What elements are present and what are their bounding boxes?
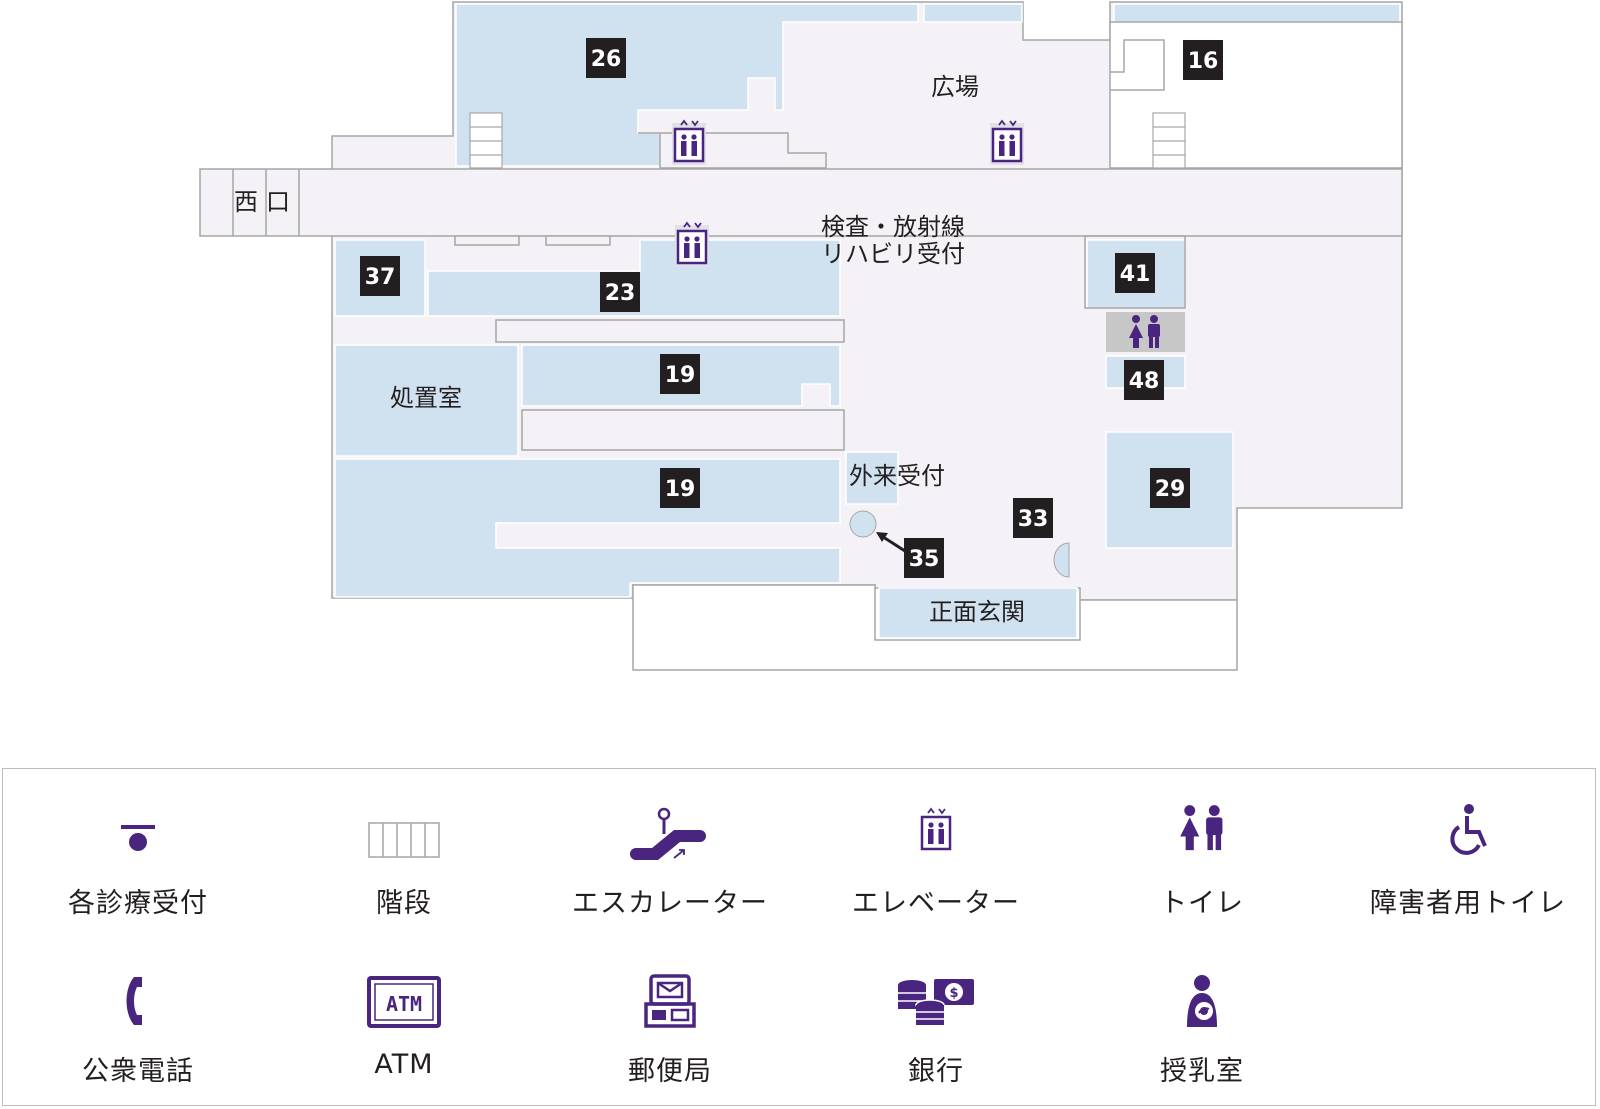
elevator-icon: [920, 807, 952, 851]
elevator-icon: [675, 221, 709, 267]
legend-item-reception: 各診療受付: [5, 791, 271, 941]
svg-text:19: 19: [665, 477, 696, 502]
label-main-entrance: 正面玄関: [929, 598, 1025, 626]
room-16-strip: [1113, 3, 1401, 23]
legend: 各診療受付 階段 エスカレーター: [2, 768, 1596, 1106]
svg-text:$: $: [949, 986, 958, 1001]
legend-label: 公衆電話: [82, 1056, 194, 1087]
svg-text:41: 41: [1120, 262, 1151, 287]
reception-icon: [121, 825, 155, 851]
reception-33-marker: [1053, 542, 1070, 578]
room-badge-29: 29: [1150, 468, 1190, 508]
room-badge-35: 35: [904, 538, 944, 578]
room-badge-19-upper: 19: [660, 354, 700, 394]
bank-icon: $: [898, 979, 974, 1025]
svg-text:29: 29: [1155, 477, 1186, 502]
legend-item-stairs: 階段: [271, 791, 537, 941]
legend-item-bank: $ 銀行: [803, 959, 1069, 1109]
escalator-icon: [630, 807, 706, 860]
toilet-block: [1106, 312, 1185, 352]
svg-text:16: 16: [1188, 49, 1219, 74]
label-west-exit: 西口: [234, 188, 298, 216]
room-outpatient-reception: [845, 451, 899, 505]
svg-text:33: 33: [1018, 507, 1049, 532]
legend-label: エスカレーター: [572, 888, 768, 919]
svg-text:37: 37: [365, 265, 396, 290]
legend-item-nursing-room: 授乳室: [1069, 959, 1335, 1109]
stairs-icon: [368, 822, 440, 858]
svg-text:23: 23: [605, 281, 636, 306]
svg-text:48: 48: [1129, 369, 1160, 394]
accessible-toilet-icon: [1450, 804, 1487, 855]
elevator-icon: [990, 119, 1024, 165]
legend-label: 各診療受付: [68, 888, 208, 919]
legend-label: エレベーター: [852, 888, 1020, 919]
room-badge-41: 41: [1115, 253, 1155, 293]
room-badge-37: 37: [360, 256, 400, 296]
atm-icon: ATM: [367, 976, 441, 1028]
svg-text:19: 19: [665, 363, 696, 388]
rooms: [334, 3, 1401, 639]
legend-item-escalator: エスカレーター: [537, 791, 803, 941]
nursing-room-icon: [1187, 975, 1217, 1027]
legend-label: 授乳室: [1160, 1056, 1244, 1087]
payphone-icon: [126, 977, 142, 1025]
legend-label: 階段: [376, 888, 432, 919]
legend-label: 郵便局: [628, 1056, 712, 1087]
stairs-east: [1152, 112, 1186, 169]
svg-text:ATM: ATM: [386, 992, 422, 1016]
svg-text:26: 26: [591, 47, 622, 72]
label-treatment-room: 処置室: [390, 384, 462, 412]
room-main-entrance: [878, 587, 1078, 639]
legend-label: トイレ: [1160, 888, 1244, 919]
west-exit-area: [232, 169, 300, 236]
room-treatment: [334, 344, 519, 457]
legend-item-post-office: 郵便局: [537, 959, 803, 1109]
legend-label: 銀行: [908, 1056, 964, 1087]
room-badge-33: 33: [1013, 498, 1053, 538]
post-office-icon: [644, 974, 696, 1028]
room-badge-19-lower: 19: [660, 468, 700, 508]
svg-text:35: 35: [909, 547, 940, 572]
room-26-strip: [923, 3, 1023, 23]
room-19-lower: [334, 458, 841, 598]
toilet-icon: [1180, 805, 1223, 851]
legend-label: 障害者用トイレ: [1370, 888, 1566, 919]
legend-item-accessible-toilet: 障害者用トイレ: [1335, 791, 1600, 941]
reception-35-marker: [849, 510, 877, 538]
label-plaza: 広場: [931, 73, 979, 101]
label-outpatient-reception: 外来受付: [849, 462, 945, 490]
legend-label: ATM: [374, 1049, 434, 1080]
room-badge-26: 26: [586, 38, 626, 78]
legend-item-elevator: エレベーター: [803, 791, 1069, 941]
room-badge-16: 16: [1183, 40, 1223, 80]
elevator-icon: [672, 119, 706, 165]
room-badge-48: 48: [1124, 360, 1164, 400]
legend-item-atm: ATM ATM: [271, 959, 537, 1109]
label-rehab-reception: リハビリ受付: [821, 240, 965, 268]
floor-map: 広場 西口 検査・放射線 リハビリ受付 処置室 外来受付 正面玄関 26 16 …: [199, 1, 1403, 671]
stairs-west: [469, 112, 503, 169]
room-badge-23: 23: [600, 272, 640, 312]
legend-item-toilet: トイレ: [1069, 791, 1335, 941]
label-exam-radiology: 検査・放射線: [821, 213, 965, 241]
legend-item-payphone: 公衆電話: [5, 959, 271, 1109]
